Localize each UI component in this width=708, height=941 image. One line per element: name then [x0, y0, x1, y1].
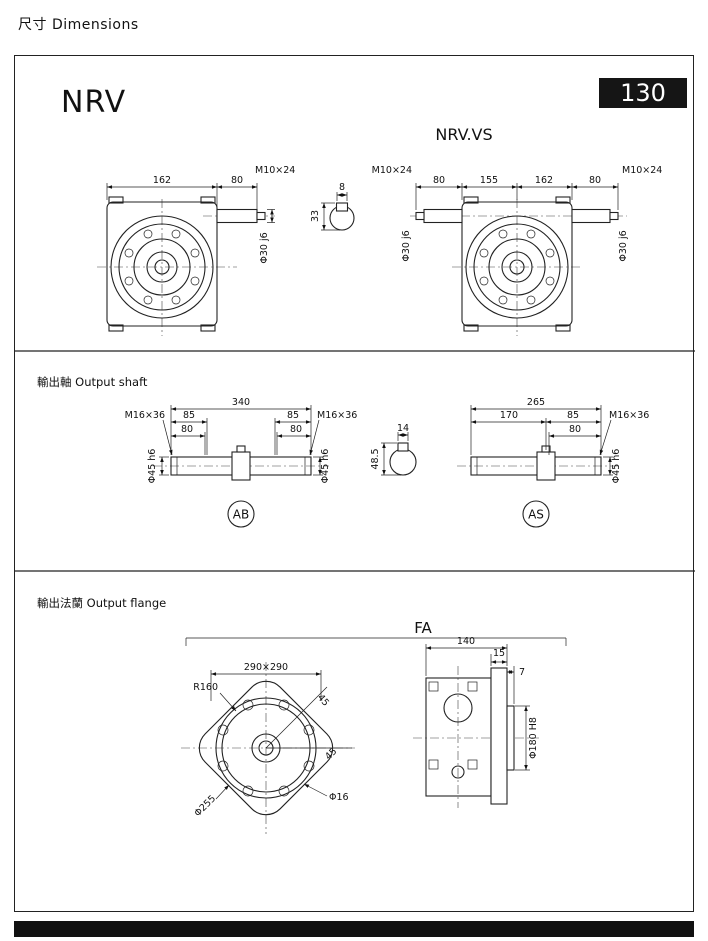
input-shaft: [216, 208, 258, 224]
dim-dia: Φ45 h6: [611, 449, 622, 484]
dim-thread-right: M10×24: [622, 165, 662, 176]
key-width: 14: [397, 423, 409, 434]
footer-bar: [14, 921, 694, 937]
dim-angle-2: 45: [323, 746, 339, 762]
page-header: 尺寸 Dimensions: [18, 17, 139, 33]
variant-title: NRV.VS: [435, 125, 492, 144]
dim-square: 290×290: [244, 662, 288, 673]
output-shaft-key-section: 14 48.5: [370, 423, 417, 476]
dim-85: 85: [567, 410, 579, 421]
dim-140: 140: [457, 636, 475, 647]
dim-thread: M10×24: [255, 165, 295, 176]
dim-155: 155: [480, 175, 498, 186]
dim-7: 7: [519, 667, 525, 678]
dim-170: 170: [500, 410, 518, 421]
input-shaft-key-section: 8 33: [310, 182, 355, 231]
fa-bracket: FA: [185, 619, 567, 646]
dim-dia-right: Φ45 h6: [320, 449, 331, 484]
input-shaft-left: [423, 208, 463, 224]
size-badge-label: 130: [620, 79, 666, 107]
dim-80-right: 80: [589, 175, 601, 186]
dimension-drawing: NRV 130 NRV.VS: [15, 78, 695, 834]
dim-dia-left: Φ45 h6: [147, 449, 158, 484]
flange-section-title: 輸出法蘭 Output flange: [37, 596, 166, 610]
dim-80-left: 80: [433, 175, 445, 186]
nrv-front-view: 162 80 M10×24 Φ30 j6: [97, 165, 295, 336]
dim-162: 162: [153, 175, 171, 186]
key-width: 8: [339, 182, 345, 193]
dim-80-left: 80: [181, 424, 193, 435]
input-shaft-right: [571, 208, 611, 224]
flange-pilot: [506, 705, 515, 771]
dim-angle-1: 45: [315, 692, 331, 708]
size-badge: 130: [599, 78, 687, 108]
drawing-frame: NRV 130 NRV.VS: [14, 55, 695, 912]
dim-15: 15: [493, 648, 505, 659]
keyway: [335, 202, 349, 212]
dim-thread-left: M16×36: [125, 410, 165, 421]
flange-side-view: 140 15 7 Φ180 H8: [413, 636, 539, 808]
dim-shaft-dia: Φ30 j6: [259, 232, 270, 263]
dim-pilot-dia: Φ180 H8: [528, 717, 539, 759]
dim-corner-radius: R160: [193, 682, 218, 693]
flange-type-label: FA: [414, 619, 432, 637]
flange-front-view: 45 45 290×290 R160 Φ255 Φ16: [181, 662, 355, 834]
shaft-tag-ab: AB: [233, 508, 249, 522]
keyway: [397, 442, 409, 452]
dim-80: 80: [231, 175, 243, 186]
shaft-section-title: 輸出軸 Output shaft: [37, 375, 148, 389]
flange-plate: [490, 667, 508, 805]
key-height: 33: [310, 210, 321, 222]
dim-80-right: 80: [290, 424, 302, 435]
dim-thread: M16×36: [609, 410, 649, 421]
dim-162: 162: [535, 175, 553, 186]
dim-thread-right: M16×36: [317, 410, 357, 421]
dim-265: 265: [527, 397, 545, 408]
shaft-tag-as: AS: [528, 508, 544, 522]
dim-80: 80: [569, 424, 581, 435]
output-shaft-ab-view: 340 85 85 80 80 M16×36 M16×36: [125, 397, 357, 528]
dim-thread-left: M10×24: [372, 165, 412, 176]
nrvvs-front-view: M10×24 80 155 162 80 M10×24 Φ30 j6 Φ30 j…: [372, 165, 662, 336]
dim-bolt-circle: Φ255: [192, 793, 218, 819]
dim-85-left: 85: [183, 410, 195, 421]
dim-dia-left: Φ30 j6: [401, 230, 412, 261]
key-height: 48.5: [370, 448, 381, 469]
dim-dia-right: Φ30 j6: [618, 230, 629, 261]
dim-hole: Φ16: [329, 792, 349, 803]
output-shaft-as-view: 265 170 85 80 M16×36 Φ45 h6 AS: [457, 397, 649, 528]
dim-85-right: 85: [287, 410, 299, 421]
model-title: NRV: [61, 85, 126, 120]
dim-340: 340: [232, 397, 250, 408]
